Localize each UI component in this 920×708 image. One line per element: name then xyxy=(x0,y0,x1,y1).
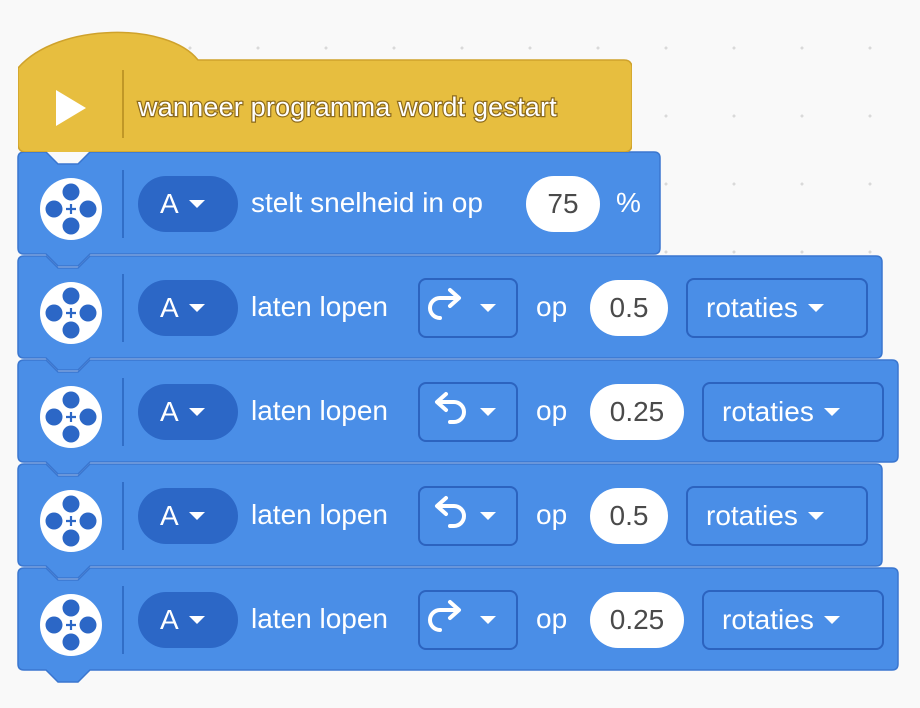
chevron-down-icon xyxy=(823,616,840,624)
rotation-value-input[interactable]: 0.25 xyxy=(590,384,684,440)
op-label: op xyxy=(536,499,568,530)
block-separator xyxy=(122,378,124,446)
counterclockwise-arrow-icon xyxy=(435,496,466,528)
unit-value: rotaties xyxy=(722,396,814,427)
block-separator xyxy=(122,586,124,654)
chevron-down-icon xyxy=(807,512,824,520)
unit-value: rotaties xyxy=(706,500,798,531)
event-block-shape xyxy=(18,31,632,152)
motor-icon xyxy=(40,386,102,448)
counterclockwise-arrow-icon xyxy=(435,392,466,424)
port-dropdown[interactable]: A xyxy=(138,488,238,544)
unit-dropdown[interactable]: rotaties xyxy=(702,590,884,650)
port-value: A xyxy=(160,292,179,323)
motor-icon xyxy=(40,282,102,344)
chevron-down-icon xyxy=(480,512,496,520)
port-dropdown[interactable]: A xyxy=(138,384,238,440)
chevron-down-icon xyxy=(807,304,824,312)
op-label: op xyxy=(536,291,568,322)
motor-run-block[interactable]: A laten lopen op 0.25 rotaties xyxy=(17,567,899,683)
motor-icon xyxy=(40,594,102,656)
motor-run-block[interactable]: A laten lopen op 0.25 rotaties xyxy=(17,359,899,475)
chevron-down-icon xyxy=(188,512,205,520)
direction-dropdown[interactable] xyxy=(418,486,518,546)
motor-icon xyxy=(40,490,102,552)
block-shape xyxy=(17,463,883,579)
chevron-down-icon xyxy=(480,304,496,312)
event-block-label: wanneer programma wordt gestart xyxy=(137,91,558,123)
port-value: A xyxy=(160,604,179,635)
clockwise-arrow-icon xyxy=(428,288,461,320)
rotation-value-input[interactable]: 0.25 xyxy=(590,592,684,648)
event-block-program-start[interactable]: wanneer programma wordt gestart xyxy=(18,30,632,152)
unit-label: % xyxy=(616,187,641,218)
chevron-down-icon xyxy=(188,304,205,312)
port-dropdown[interactable]: A xyxy=(138,592,238,648)
chevron-down-icon xyxy=(188,616,205,624)
chevron-down-icon xyxy=(480,408,496,416)
chevron-down-icon xyxy=(188,200,205,208)
chevron-down-icon xyxy=(480,616,496,624)
port-value: A xyxy=(160,188,179,219)
port-value: A xyxy=(160,500,179,531)
block-text: laten lopen xyxy=(251,603,389,634)
block-separator xyxy=(122,274,124,342)
direction-dropdown[interactable] xyxy=(418,382,518,442)
op-label: op xyxy=(536,603,568,634)
motor-set-speed-block[interactable]: A stelt snelheid in op 75 % xyxy=(17,151,661,267)
block-text: stelt snelheid in op xyxy=(251,187,483,218)
unit-dropdown[interactable]: rotaties xyxy=(686,278,868,338)
clockwise-arrow-icon xyxy=(428,600,461,632)
unit-dropdown[interactable]: rotaties xyxy=(686,486,868,546)
chevron-down-icon xyxy=(823,408,840,416)
block-shape xyxy=(17,359,899,475)
rotation-value-input[interactable]: 0.5 xyxy=(590,488,668,544)
play-icon xyxy=(56,90,86,126)
unit-dropdown[interactable]: rotaties xyxy=(702,382,884,442)
block-separator xyxy=(122,482,124,550)
unit-value: rotaties xyxy=(706,292,798,323)
chevron-down-icon xyxy=(188,408,205,416)
port-dropdown[interactable]: A xyxy=(138,280,238,336)
block-shape xyxy=(17,567,899,683)
port-value: A xyxy=(160,396,179,427)
motor-run-block[interactable]: A laten lopen op 0.5 rotaties xyxy=(17,463,883,579)
block-text: laten lopen xyxy=(251,499,389,530)
event-block-separator xyxy=(122,70,124,138)
direction-dropdown[interactable] xyxy=(418,278,518,338)
block-text: laten lopen xyxy=(251,291,389,322)
block-text: laten lopen xyxy=(251,395,389,426)
port-dropdown[interactable]: A xyxy=(138,176,238,232)
unit-value: rotaties xyxy=(722,604,814,635)
speed-value-input[interactable]: 75 xyxy=(526,176,600,232)
op-label: op xyxy=(536,395,568,426)
motor-run-block[interactable]: A laten lopen op 0.5 rotaties xyxy=(17,255,883,371)
block-shape xyxy=(17,255,883,371)
direction-dropdown[interactable] xyxy=(418,590,518,650)
motor-icon xyxy=(40,178,102,240)
rotation-value-input[interactable]: 0.5 xyxy=(590,280,668,336)
block-separator xyxy=(122,170,124,238)
